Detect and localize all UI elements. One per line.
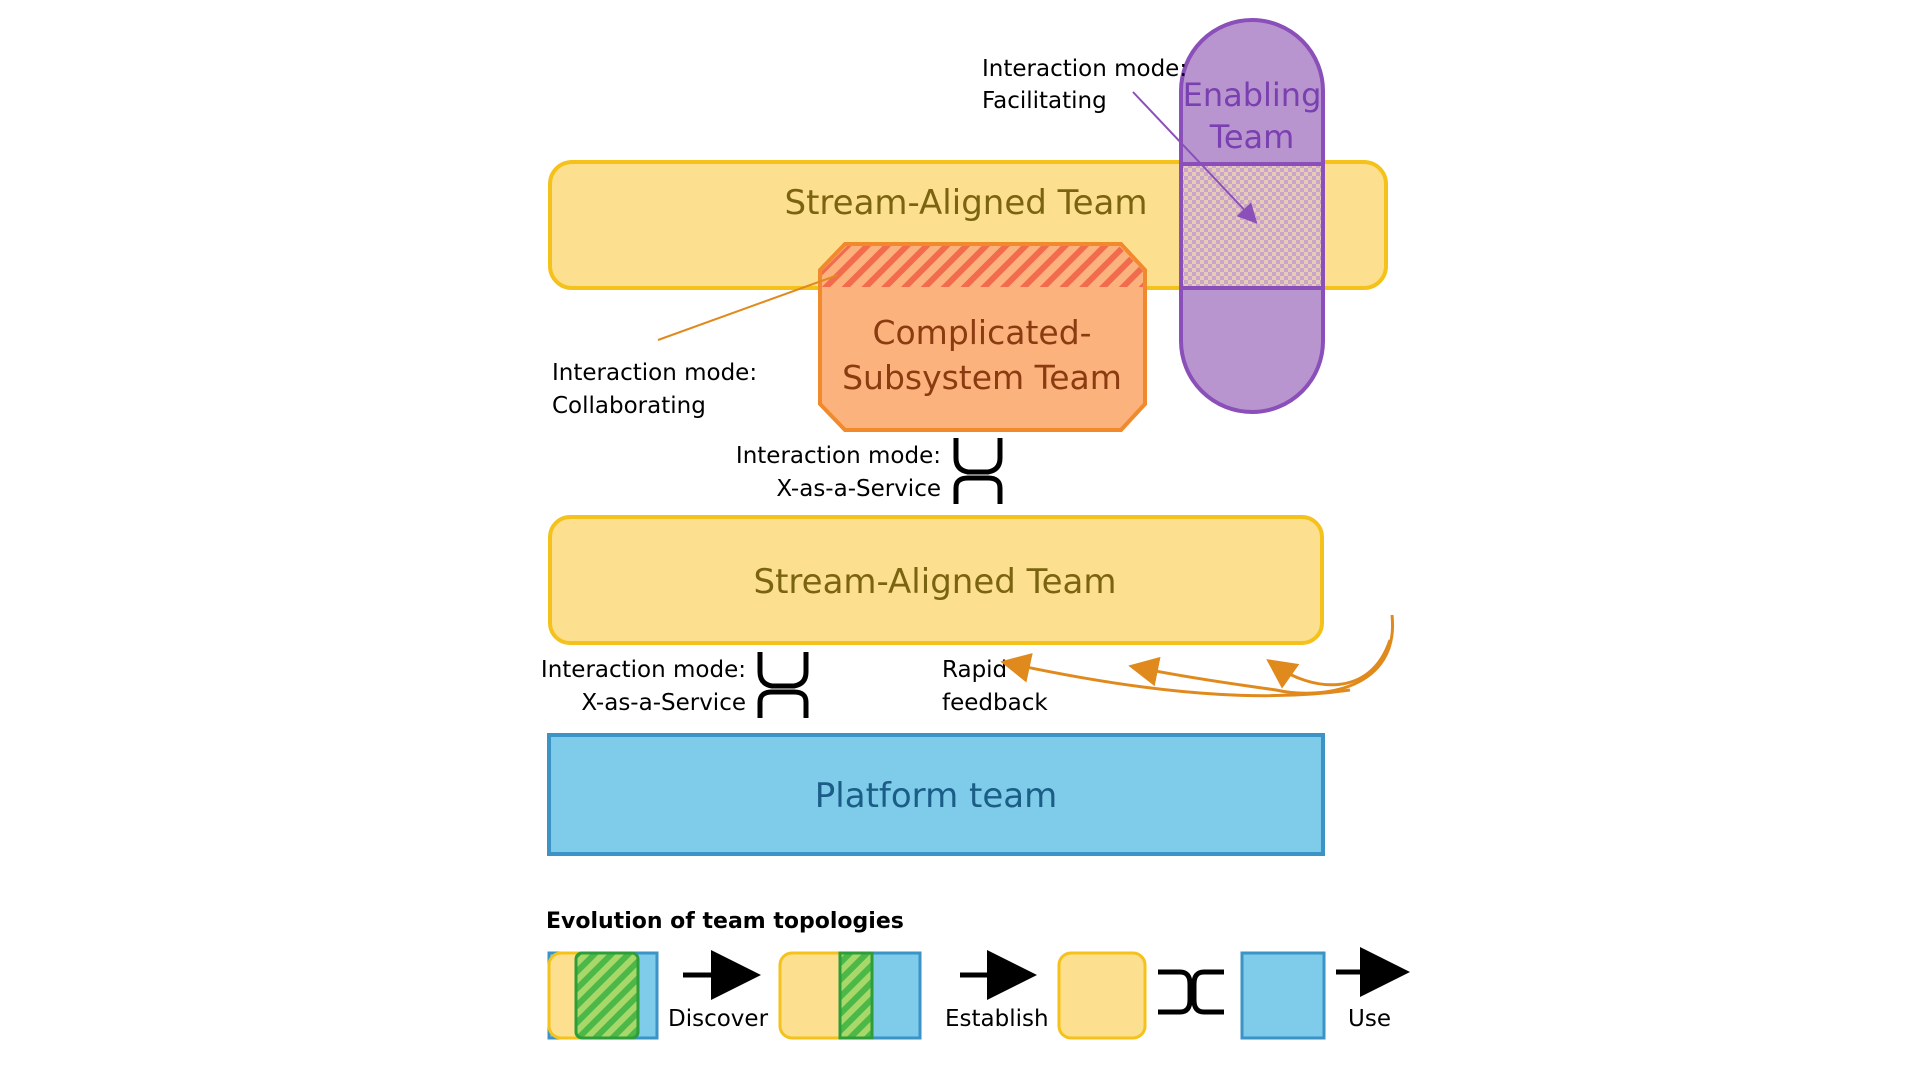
rapid-feedback-arrows <box>1000 614 1394 698</box>
xaas-upper-annotation-line2: X-as-a-Service <box>776 476 941 502</box>
facilitating-annotation-line2: Facilitating <box>982 88 1107 114</box>
legend-stage-establish-shape <box>778 951 922 1040</box>
facilitating-annotation-line1: Interaction mode: <box>982 56 1187 82</box>
legend-xaas-icon <box>1158 969 1224 1015</box>
stream-aligned-team-top-label: Stream-Aligned Team <box>785 183 1148 223</box>
xaas-lower-icon <box>757 652 809 718</box>
xaas-upper-icon <box>953 438 1003 504</box>
complicated-subsystem-team <box>818 242 1147 432</box>
enabling-overlap-area <box>1183 164 1321 286</box>
collaborating-annotation-line1: Interaction mode: <box>552 360 757 386</box>
legend-stage-discover-shape <box>547 951 659 1040</box>
facilitating-arrow <box>1132 91 1258 224</box>
enabling-team-label-line1: Enabling <box>1183 76 1322 114</box>
xaas-upper-annotation-line1: Interaction mode: <box>736 443 941 469</box>
legend-title: Evolution of team topologies <box>546 909 904 934</box>
legend-establish-label: Establish <box>945 1006 1049 1032</box>
collaborating-annotation-line2: Collaborating <box>552 393 706 419</box>
collaborating-overlap-area <box>822 246 1143 287</box>
stream-aligned-team-middle-label: Stream-Aligned Team <box>754 562 1117 602</box>
legend-stream-aligned-shape <box>1057 951 1147 1040</box>
platform-team-label: Platform team <box>815 776 1057 816</box>
stream-aligned-team-middle <box>548 515 1324 645</box>
collaborating-pointer <box>657 274 839 341</box>
xaas-lower-annotation-line1: Interaction mode: <box>541 657 746 683</box>
rapid-feedback-label-line2: feedback <box>942 690 1048 716</box>
rapid-feedback-label-line1: Rapid <box>942 657 1007 683</box>
complicated-subsystem-label-line2: Subsystem Team <box>842 358 1122 397</box>
complicated-subsystem-label-line1: Complicated- <box>872 313 1091 352</box>
legend-discover-label: Discover <box>668 1006 769 1032</box>
legend-platform-shape <box>1240 951 1326 1040</box>
enabling-team-label-line2: Team <box>1209 118 1295 156</box>
platform-team <box>547 733 1325 856</box>
legend-use-label: Use <box>1348 1006 1391 1032</box>
xaas-lower-annotation-line2: X-as-a-Service <box>581 690 746 716</box>
